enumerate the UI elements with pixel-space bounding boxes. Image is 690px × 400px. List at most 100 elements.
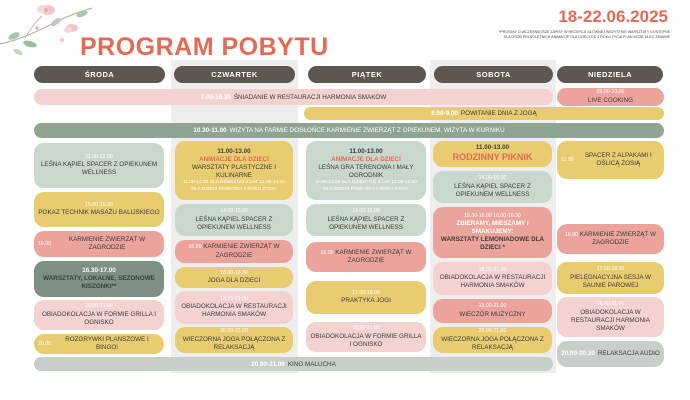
event-card: 17.00-18.00 PIELĘGNACYJNA SESJA W SAUNIE…	[557, 262, 664, 294]
event-card: 18.00-21.00 OBIADOKOLACJA W FORMIE GRILL…	[306, 322, 426, 352]
event-title: POKAZ TECHNIK MASAŻU BALIJSKIEGO	[38, 209, 160, 217]
event-card: 14.00-15.00 LEŚNA KĄPIEL SPACER Z OPIEKU…	[433, 171, 552, 203]
event-title: WIECZÓR MUZYCZNY	[459, 310, 526, 318]
event-title: JOGA DLA DZIECI	[207, 277, 261, 285]
breakfast-text: ŚNIADANIE W RESTAURACJI HARMONIA SMAKÓW	[233, 93, 387, 101]
event-card: 20.00-21.00 WIECZORNA JOGA POŁĄCZONA Z R…	[175, 327, 293, 353]
event-time: 18.00-18.30	[220, 269, 248, 276]
event-time: 11.00-13.00	[475, 144, 510, 152]
event-title: WIECZORNA JOGA POŁĄCZONA Z RELAKSACJĄ	[182, 335, 286, 351]
event-title: RODZINNY PIKNIK	[452, 152, 533, 163]
flower-branch-decoration	[0, 5, 93, 56]
event-card: 11.00-13.00 ANIMACJE DLA DZIECI LEŚNA GR…	[306, 141, 426, 200]
event-time: 16.00	[320, 249, 334, 256]
event-time: 16.00	[565, 231, 579, 238]
event-title: OBIADOKOLACJA W RESTAURACJI HARMONIA SMA…	[439, 274, 546, 290]
event-card: 15.30-16.00 16.00-16.30 ZBIERAMY, MIESZA…	[433, 207, 552, 258]
event-title: LEŚNA KĄPIEL SPACER Z OPIEKUNEM WELLNESS	[40, 161, 158, 177]
yoga-time: 8.00-9.00	[431, 110, 458, 117]
event-title: PRAKTYKA JOGI	[341, 297, 391, 305]
farm-visit-text: WIZYTA NA FARMIE DOSŁOŃCE KARMIENIE ZWIE…	[229, 127, 505, 134]
event-title: KARMIENIE ZWIERZĄT W ZAGRODZIE	[68, 235, 146, 251]
event-title: OBIADOKOLACJA W RESTAURACJI HARMONIA SMA…	[181, 303, 287, 319]
event-card: 18.00-21.00 OBIADOKOLACJA W FORMIE GRILL…	[34, 300, 164, 330]
event-time: 20.00-21.00	[220, 328, 248, 335]
event-card: 16.00 KARMIENIE ZWIERZĄT W ZAGRODZIE	[175, 240, 293, 263]
event-time: 09.00-10.00	[596, 89, 625, 96]
event-title: LEŚNA KĄPIEL SPACER Z OPIEKUNEM WELLNESS	[327, 215, 405, 231]
day-header-sobota: SOBOTA	[434, 66, 553, 83]
event-subtitle: 11.00-12.00 DLA DZIECI DO 4 LAT 12.00-13…	[183, 180, 285, 192]
event-card: 11.00 SPACER Z ALPAKAMI I OŚLICĄ ZOSIĄ	[557, 141, 664, 179]
event-time: 11.00-12.00	[85, 153, 113, 160]
event-title: LIVE COOKING	[587, 96, 634, 104]
event-time: 20.00-20.30	[561, 349, 595, 357]
event-card: 18.00-21.00 OBIADOKOLACJA W RESTAURACJI …	[557, 297, 664, 337]
event-dates: 18-22.06.2025	[558, 7, 668, 26]
yoga-bar: 8.00-9.00 POWITANIE DNIA Z JOGĄ	[304, 107, 664, 120]
event-subtitle: 11.00-12.00 DLA DZIECI DO 4 LAT 12.00-13…	[315, 180, 417, 192]
event-card: 16.00 KARMIENIE ZWIERZĄT W ZAGRODZIE	[34, 231, 164, 257]
event-card: 19.00-21.00 WIECZÓR MUZYCZNY	[433, 299, 552, 323]
cinema-bar: 20.00-21.00 KINO MALUCHA	[34, 357, 553, 371]
event-title: ROZGRYWKI PLANSZOWE I BINGO!	[65, 335, 149, 351]
event-card: 16.30-17.00 WARSZTATY, LOKALNE, SEZONOWE…	[34, 261, 164, 297]
event-card: 16.00 KARMIENIE ZWIERZĄT W ZAGRODZIE	[306, 242, 426, 272]
cinema-time: 20.00-21.00	[251, 360, 285, 368]
event-card: 18.00-18.30 JOGA DLA DZIECI	[175, 267, 293, 288]
event-card: 20.00 ROZGRYWKI PLANSZOWE I BINGO!	[34, 334, 164, 354]
event-time: 16.00	[38, 240, 51, 247]
event-title: LEŚNA KĄPIEL SPACER Z OPIEKUNEM WELLNESS	[454, 182, 531, 198]
day-header-czwartek: CZWARTEK	[174, 66, 295, 83]
booking-note: *PROSIMY O WCZEŚNIEJSZE ZAPISY W RECEPCJ…	[498, 30, 670, 39]
event-time: 15.00-15.30	[85, 201, 113, 208]
event-card: 15.00-15.30 POKAZ TECHNIK MASAŻU BALIJSK…	[34, 192, 164, 227]
breakfast-time: 7.00-10.30	[200, 93, 231, 101]
farm-visit-bar: 10.30-11.00 WIZYTA NA FARMIE DOSŁOŃCE KA…	[34, 123, 664, 138]
event-time: 16.00	[188, 244, 202, 251]
event-title: OBIADOKOLACJA W FORMIE GRILLA I OGNISKO	[41, 310, 157, 326]
event-time: 18.00-21.00	[478, 266, 507, 273]
event-title: LEŚNA GRA TERENOWA I MAŁY OGRODNIK	[318, 164, 414, 180]
day-header-niedziela: NIEDZIELA	[557, 66, 663, 83]
event-time: 18.00-21.00	[220, 295, 248, 302]
event-card: 17.00-18.00 PRAKTYKA JOGI	[306, 281, 426, 314]
event-time: 18.00-21.00	[352, 325, 380, 332]
event-label: ANIMACJE DLA DZIECI	[199, 156, 269, 164]
day-header-sroda: ŚRODA	[34, 66, 165, 83]
event-title: OBIADOKOLACJA W RESTAURACJI HARMONIA SMA…	[571, 308, 650, 332]
event-title: KARMIENIE ZWIERZĄT W ZAGRODZIE	[579, 230, 656, 246]
event-time: 18.00-21.00	[596, 301, 625, 308]
event-time: 20.00-21.00	[478, 328, 507, 335]
event-title: WARSZTATY PLASTYCZNE I KULINARNE	[191, 164, 277, 180]
yoga-text: POWITANIE DNIA Z JOGĄ	[460, 110, 537, 117]
event-title: RELAKSACJA AUDIO	[597, 349, 660, 357]
event-time: 11.00	[561, 156, 574, 163]
event-time: 16.30-17.00	[82, 266, 116, 274]
event-label: ANIMACJE DLA DZIECI	[331, 156, 401, 164]
event-card: 18.00-21.00 OBIADOKOLACJA W RESTAURACJI …	[175, 291, 293, 324]
event-title: WIECZORNA JOGA POŁĄCZONA Z RELAKSACJĄ	[441, 335, 544, 351]
event-card: 14.00-15.00 LEŚNA KĄPIEL SPACER Z OPIEKU…	[306, 204, 426, 236]
event-card: 20.00-21.00 WIECZORNA JOGA POŁĄCZONA Z R…	[433, 327, 552, 353]
breakfast-bar: 7.00-10.30 ŚNIADANIE W RESTAURACJI HARMO…	[34, 89, 553, 105]
event-title: WARSZTATY, LOKALNE, SEZONOWE KISZONKI**	[43, 274, 155, 291]
event-title: KARMIENIE ZWIERZĄT W ZAGRODZIE	[203, 243, 280, 259]
event-card: 16.00 KARMIENIE ZWIERZĄT W ZAGRODZIE	[557, 224, 664, 254]
event-card: 11.00-13.00 ANIMACJE DLA DZIECI WARSZTAT…	[175, 141, 293, 200]
event-card: 14.00-15.00 LEŚNA KĄPIEL SPACER Z OPIEKU…	[175, 204, 293, 236]
event-time: 14.00-15.00	[220, 208, 248, 215]
cinema-text: KINO MALUCHA	[287, 360, 336, 368]
page-title: PROGRAM POBYTU	[80, 33, 329, 61]
farm-visit-time: 10.30-11.00	[193, 127, 227, 134]
event-time: 17.00-18.00	[352, 289, 380, 296]
event-label: ZBIERAMY, MIESZAMY I SMAKUJEMY:	[456, 220, 529, 236]
event-time: 14.00-15.00	[352, 208, 380, 215]
event-card: 11.00-13.00 RODZINNY PIKNIK	[433, 141, 552, 167]
event-card: 11.00-12.00 LEŚNA KĄPIEL SPACER Z OPIEKU…	[34, 143, 164, 188]
event-time: 17.00-18.00	[596, 266, 625, 273]
event-time: 20.00	[38, 340, 51, 347]
event-time: 19.00-21.00	[478, 303, 507, 310]
event-time: 11.00-13.00	[217, 148, 251, 156]
event-card: 09.00-10.00 LIVE COOKING	[557, 88, 664, 106]
